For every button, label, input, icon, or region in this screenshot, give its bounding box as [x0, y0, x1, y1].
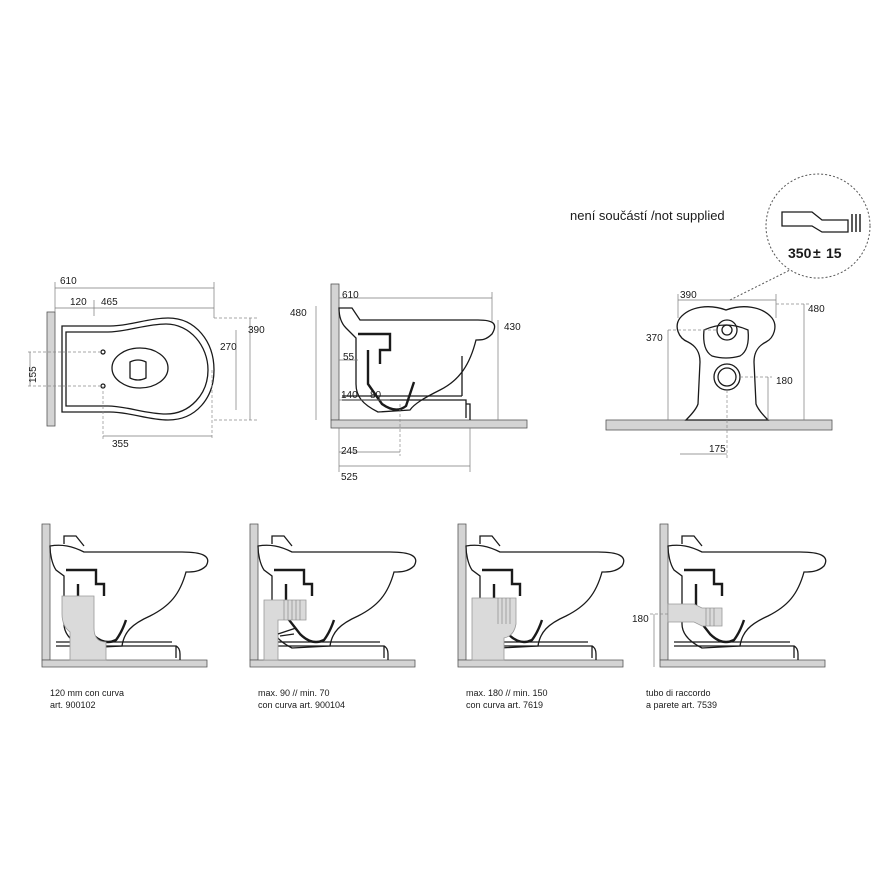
variant-3-line2: con curva art. 7619 — [466, 700, 543, 710]
variant-3: max. 180 // min. 150 con curva art. 7619 — [456, 522, 625, 710]
side-floor-depth: 525 — [341, 472, 358, 483]
variant-2: max. 90 // min. 70 con curva art. 900104 — [248, 522, 417, 710]
front-inlet-height: 370 — [646, 333, 663, 344]
front-height: 480 — [808, 304, 825, 315]
wall-connector-pipe — [667, 603, 723, 627]
fixing-hole-top — [100, 349, 106, 355]
variant-3-line1: max. 180 // min. 150 — [466, 688, 548, 698]
not-supplied-note: není součástí /not supplied — [570, 208, 725, 223]
variant-1-line2: art. 900102 — [50, 700, 96, 710]
plan-front-length: 465 — [101, 297, 118, 308]
variant-4: 180 tubo di raccordo a parete art. 7539 — [632, 522, 827, 710]
elbow-pipe — [61, 595, 107, 661]
plan-bowl-outline — [61, 317, 215, 421]
tolerance-symbol: ± — [813, 245, 821, 261]
plan-bowl-opening — [111, 347, 169, 389]
variant-2-line1: max. 90 // min. 70 — [258, 688, 330, 698]
plan-fixing-spacing: 155 — [28, 366, 39, 383]
detail-leader — [729, 269, 791, 301]
side-outlet-size: 80 — [370, 390, 382, 401]
variant-2-line2: con curva art. 900104 — [258, 700, 345, 710]
front-outlet-height: 180 — [776, 376, 793, 387]
plan-inner-width: 270 — [220, 342, 237, 353]
side-view: 610 480 430 55 140 80 245 525 — [290, 283, 528, 483]
variant-4-line2: a parete art. 7539 — [646, 700, 717, 710]
plan-wall — [46, 311, 56, 427]
side-length: 610 — [342, 290, 359, 301]
detail-circle — [765, 173, 871, 279]
adjustable-elbow-pipe — [263, 599, 307, 661]
plan-total-length: 610 — [60, 276, 77, 287]
variant-1: 120 mm con curva art. 900102 — [40, 522, 209, 710]
side-bowl-outline — [338, 307, 496, 413]
long-elbow-pipe — [471, 597, 517, 661]
side-outlet-from-wall: 140 — [341, 390, 358, 401]
variant-4-line1: tubo di raccordo — [646, 688, 711, 698]
connector-length: 350 — [788, 245, 812, 261]
connector-pipe-icon — [781, 211, 849, 233]
plan-width: 390 — [248, 325, 265, 336]
side-rim-height: 430 — [504, 322, 521, 333]
plan-view: 610 120 465 390 270 155 355 — [28, 276, 265, 450]
side-height: 480 — [290, 308, 307, 319]
side-outlet-center: 245 — [341, 446, 358, 457]
plan-fixing-distance: 355 — [112, 439, 129, 450]
side-inlet-height: 55 — [343, 352, 355, 363]
front-floor — [605, 419, 833, 431]
front-outlet-offset: 175 — [709, 444, 726, 455]
front-width: 390 — [680, 290, 697, 301]
side-floor — [330, 419, 528, 429]
connector-tolerance: 15 — [826, 245, 842, 261]
side-wall — [330, 283, 340, 421]
accessory-callout: není součástí /not supplied 350 ± 15 — [570, 173, 871, 301]
plan-rear-offset: 120 — [70, 297, 87, 308]
front-bowl-outline — [676, 306, 776, 421]
variant-1-line1: 120 mm con curva — [50, 688, 124, 698]
pipe-clip-icon — [277, 627, 297, 637]
variant-4-height: 180 — [632, 614, 649, 625]
front-view: 390 480 370 180 175 — [605, 290, 833, 458]
front-inlet — [716, 319, 738, 341]
connector-rings-icon — [851, 214, 861, 232]
